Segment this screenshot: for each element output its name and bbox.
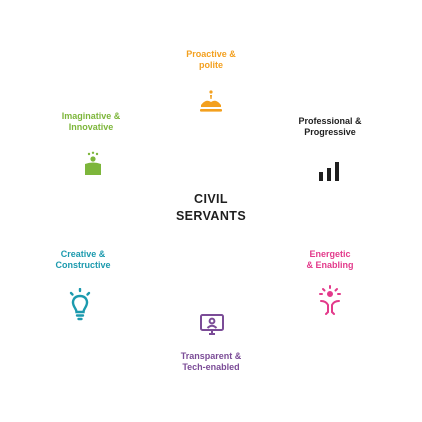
energetic-person-icon [317,285,343,315]
hands-icon [199,89,223,115]
quality-label-professional: Professional & Progressive [298,116,362,137]
lightbulb-icon [68,288,92,322]
quality-label-energetic: Energetic & Enabling [306,249,354,270]
quality-label-creative: Creative & Constructive [55,249,111,270]
quality-label-imaginative: Imaginative & Innovative [61,111,121,132]
center-title: CIVIL SERVANTS [175,192,247,223]
idea-person-icon [83,151,103,177]
quality-label-transparent: Transparent & Tech-enabled [180,351,242,372]
quality-label-proactive: Proactive & polite [186,49,236,70]
computer-icon [199,312,225,338]
growth-chart-icon [318,160,340,182]
